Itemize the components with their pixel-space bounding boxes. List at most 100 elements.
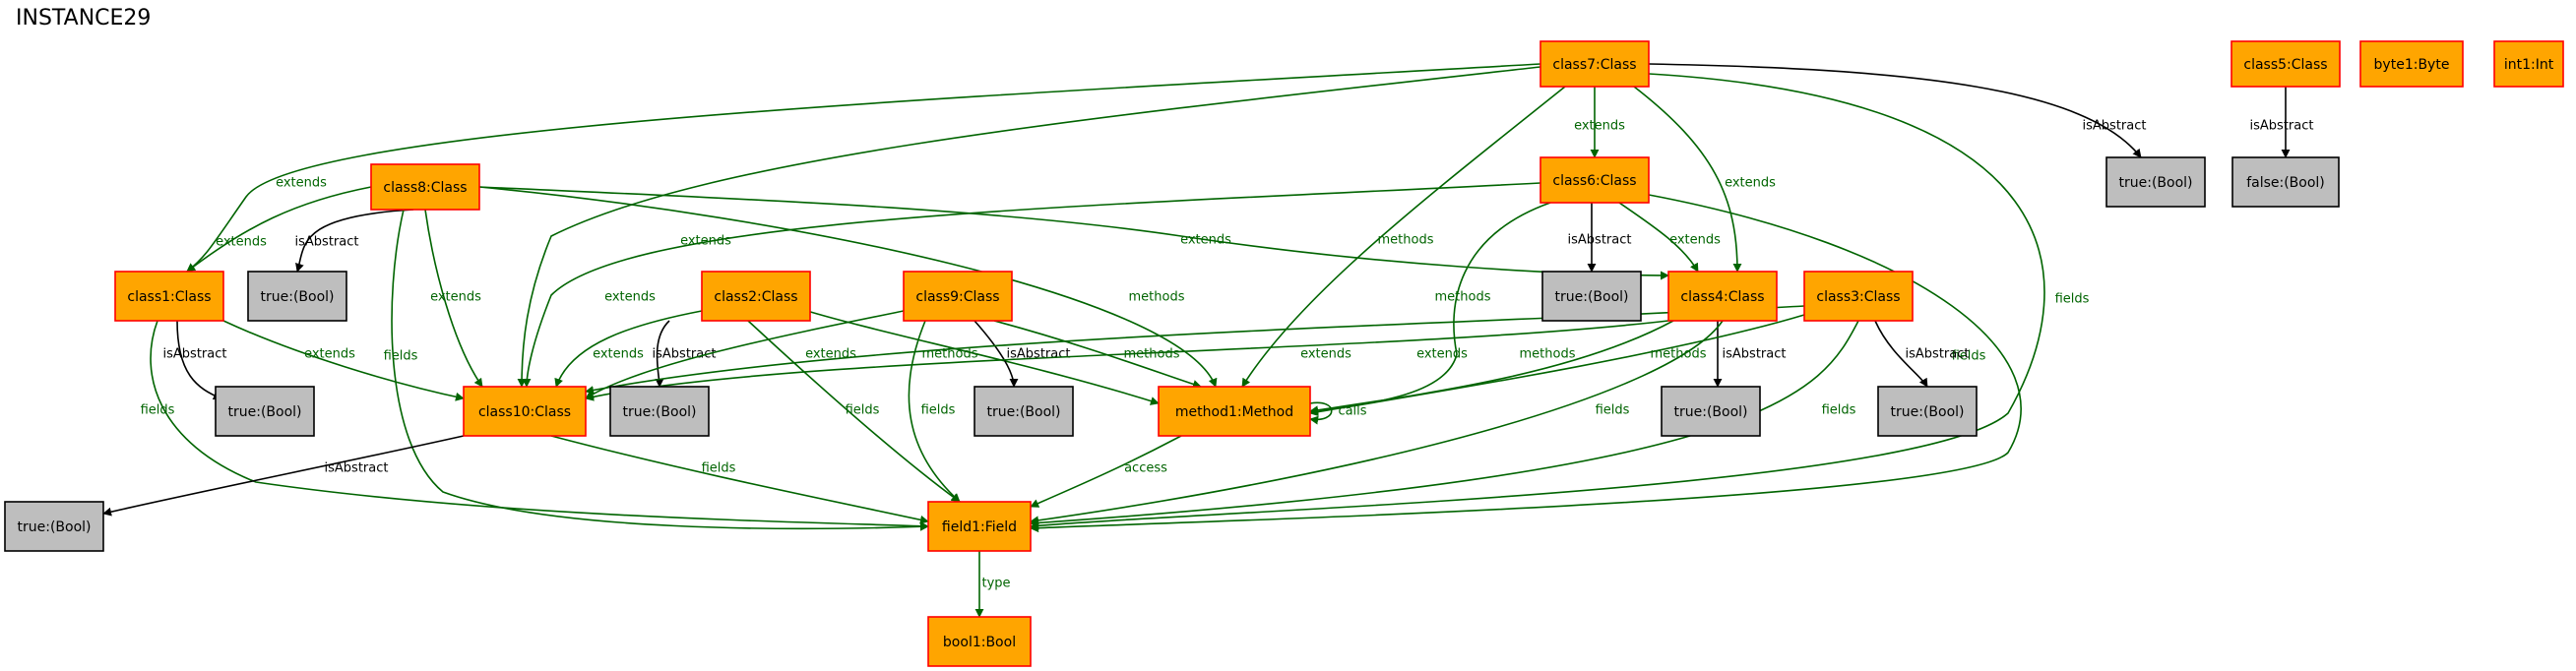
edge-label: extends — [216, 235, 267, 250]
node-t_c10[interactable]: true:(Bool) — [4, 501, 104, 552]
node-class10[interactable]: class10:Class — [463, 386, 587, 437]
node-label: class7:Class — [1552, 57, 1636, 73]
node-t_c1[interactable]: true:(Bool) — [215, 386, 315, 437]
edge-line — [1633, 86, 1742, 273]
edge-label: isAbstract — [2250, 119, 2314, 134]
edge-line — [1309, 401, 1333, 425]
node-f_c5[interactable]: false:(Bool) — [2231, 156, 2340, 208]
edge-line — [550, 435, 929, 524]
node-t_c9[interactable]: true:(Bool) — [974, 386, 1074, 437]
edge-line — [222, 320, 465, 401]
edge-label: methods — [1124, 347, 1180, 362]
node-t_c4[interactable]: true:(Bool) — [1661, 386, 1761, 437]
edge-class7-fields-field1: fields — [1030, 73, 2090, 530]
node-t_c7[interactable]: true:(Bool) — [2105, 156, 2206, 208]
node-class3[interactable]: class3:Class — [1803, 271, 1914, 322]
object-box[interactable] — [463, 386, 587, 437]
node-class8[interactable]: class8:Class — [370, 163, 480, 211]
node-bool1[interactable]: bool1:Bool — [927, 616, 1032, 667]
edge-class3-isAbstract-t_c3: isAbstract — [1874, 320, 1969, 388]
value-box[interactable] — [247, 271, 347, 322]
edge-class1-extends-class10: extends — [222, 320, 465, 401]
edge-label: extends — [1300, 347, 1351, 362]
node-label: class1:Class — [127, 289, 211, 305]
edge-class7-extends-class4: extends — [1633, 86, 1776, 273]
object-box[interactable] — [903, 271, 1013, 322]
edge-label: extends — [1416, 347, 1468, 362]
node-field1[interactable]: field1:Field — [927, 501, 1032, 552]
value-box[interactable] — [1877, 386, 1978, 437]
object-box[interactable] — [1803, 271, 1914, 322]
value-box[interactable] — [1541, 271, 1642, 322]
edge-line — [150, 320, 929, 531]
node-class4[interactable]: class4:Class — [1667, 271, 1778, 322]
node-class2[interactable]: class2:Class — [701, 271, 811, 322]
node-label: class2:Class — [714, 289, 797, 305]
node-class5[interactable]: class5:Class — [2230, 40, 2341, 88]
edge-line — [585, 320, 1669, 401]
edge-line — [554, 310, 703, 388]
edge-label: isAbstract — [653, 347, 717, 362]
value-box[interactable] — [609, 386, 710, 437]
object-box[interactable] — [2359, 40, 2464, 88]
object-box[interactable] — [1667, 271, 1778, 322]
node-label: class8:Class — [383, 180, 467, 196]
object-box[interactable] — [1539, 40, 1650, 88]
edge-label: fields — [1596, 403, 1630, 418]
edge-line — [1874, 320, 1928, 388]
node-label: bool1:Bool — [943, 635, 1016, 650]
edge-class1-isAbstract-t_c1: isAbstract — [163, 320, 227, 400]
object-box[interactable] — [114, 271, 224, 322]
edge-line — [1309, 320, 1674, 415]
node-label: true:(Bool) — [1555, 289, 1629, 305]
node-byte1[interactable]: byte1:Byte — [2359, 40, 2464, 88]
edge-label: fields — [702, 461, 736, 476]
edge-line — [1648, 63, 2142, 158]
object-box[interactable] — [927, 616, 1032, 667]
value-box[interactable] — [4, 501, 104, 552]
node-method1[interactable]: method1:Method — [1158, 386, 1311, 437]
object-box[interactable] — [2493, 40, 2564, 88]
node-class1[interactable]: class1:Class — [114, 271, 224, 322]
object-box[interactable] — [1539, 156, 1650, 204]
edge-label: extends — [276, 176, 327, 191]
edge-line — [522, 182, 1541, 388]
edge-class7-extends-class6: extends — [1574, 87, 1625, 158]
node-label: class9:Class — [915, 289, 999, 305]
object-box[interactable] — [2230, 40, 2341, 88]
node-int1[interactable]: int1:Int — [2493, 40, 2564, 88]
node-class6[interactable]: class6:Class — [1539, 156, 1650, 204]
edge-method1-calls-method1: calls — [1309, 401, 1367, 425]
object-box[interactable] — [927, 501, 1032, 552]
edge-label: isAbstract — [163, 347, 227, 362]
object-box[interactable] — [370, 163, 480, 211]
object-box[interactable] — [701, 271, 811, 322]
edge-label: extends — [430, 290, 481, 305]
edge-label: isAbstract — [325, 461, 389, 476]
value-box[interactable] — [2231, 156, 2340, 208]
node-t_c8[interactable]: true:(Bool) — [247, 271, 347, 322]
node-class7[interactable]: class7:Class — [1539, 40, 1650, 88]
value-box[interactable] — [2105, 156, 2206, 208]
edge-class9-isAbstract-t_c9: isAbstract — [974, 320, 1070, 388]
object-box[interactable] — [1158, 386, 1311, 437]
edge-line — [478, 186, 1669, 280]
edge-line — [391, 209, 929, 531]
edge-class8-extends-class1: extends — [186, 186, 372, 273]
node-label: true:(Bool) — [623, 404, 697, 420]
value-box[interactable] — [974, 386, 1074, 437]
value-box[interactable] — [215, 386, 315, 437]
node-t_c6[interactable]: true:(Bool) — [1541, 271, 1642, 322]
edge-line — [974, 320, 1019, 388]
edge-label: methods — [1520, 347, 1576, 362]
node-t_c2[interactable]: true:(Bool) — [609, 386, 710, 437]
edge-label: isAbstract — [1568, 233, 1632, 248]
edge-line — [1309, 314, 1805, 417]
node-t_c3[interactable]: true:(Bool) — [1877, 386, 1978, 437]
edge-class3-methods-method1: methods — [1309, 314, 1805, 417]
edge-line — [517, 66, 1541, 388]
node-class9[interactable]: class9:Class — [903, 271, 1013, 322]
edge-line — [908, 320, 961, 503]
edge-line — [993, 320, 1202, 389]
value-box[interactable] — [1661, 386, 1761, 437]
